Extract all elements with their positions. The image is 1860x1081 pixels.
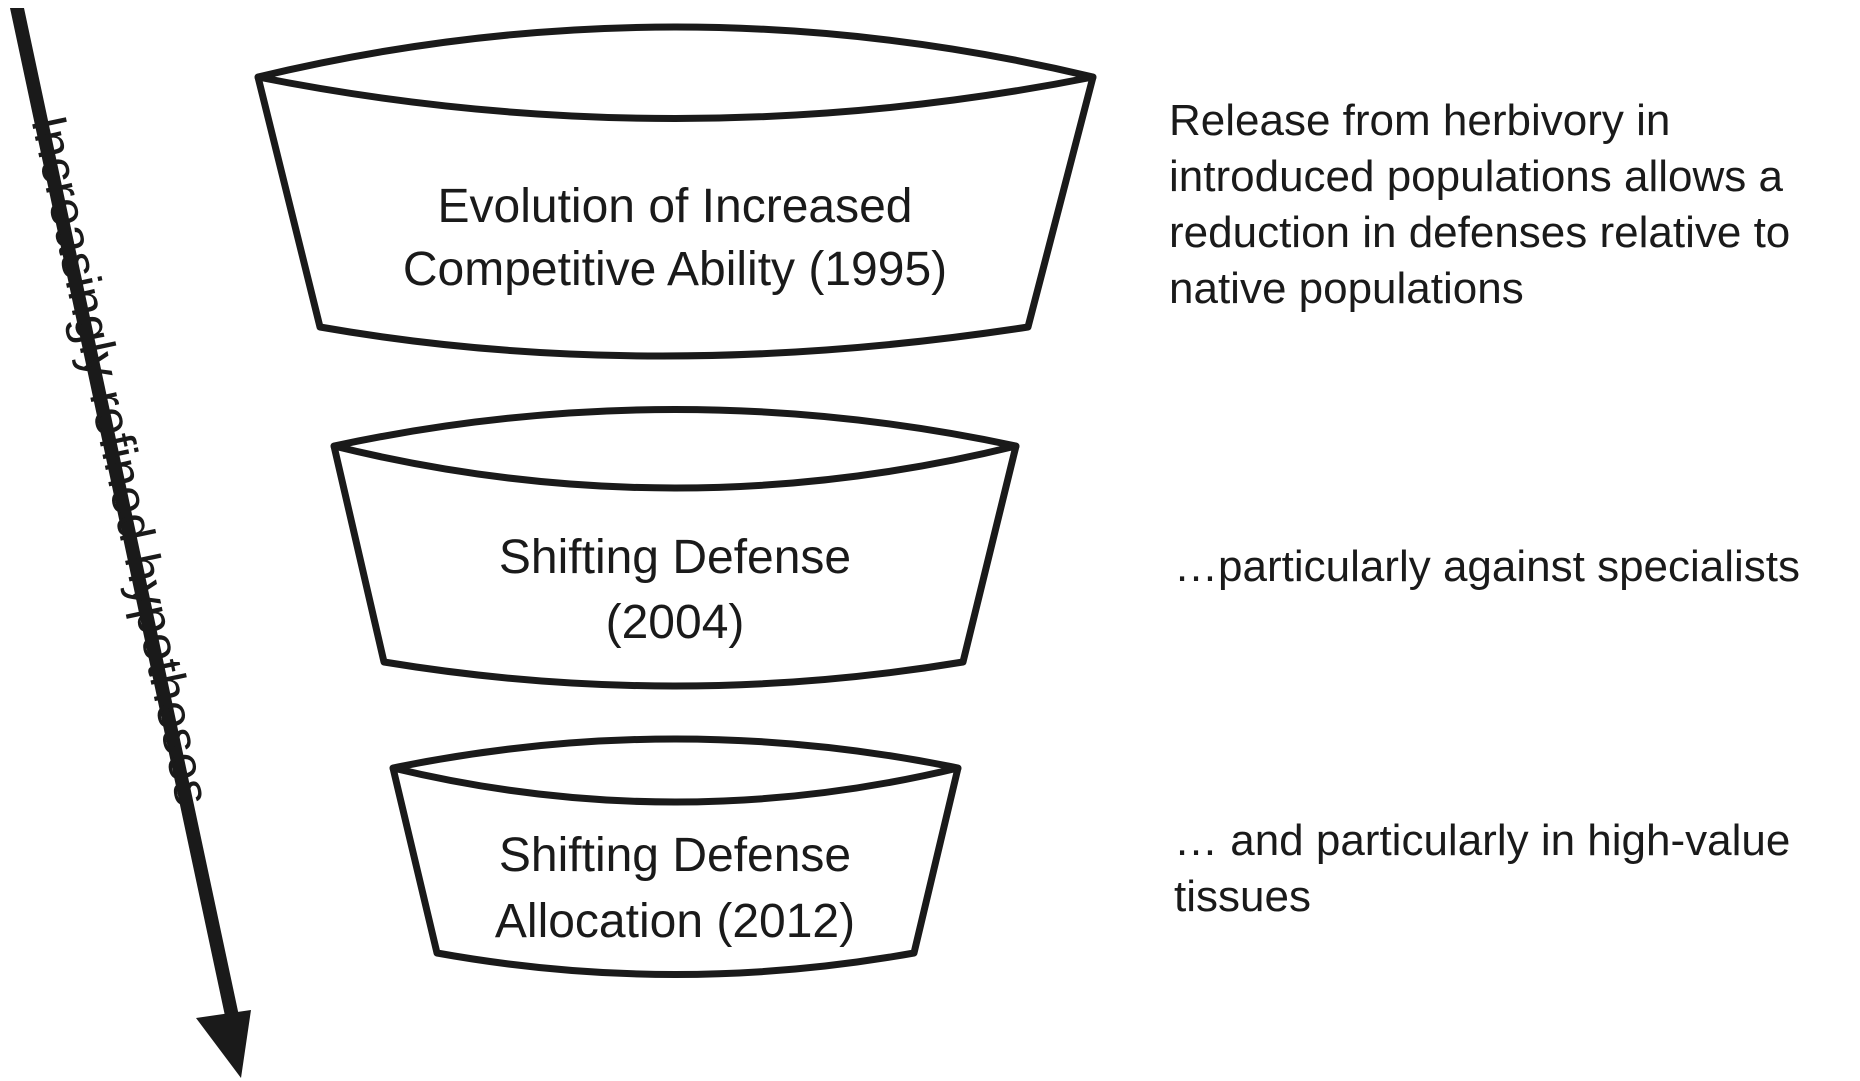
note-1-line-2: introduced populations allows a: [1169, 152, 1783, 201]
note-1-line-1: Release from herbivory in: [1169, 96, 1671, 145]
arrow-shaft: [10, 8, 242, 1030]
hypothesis-bowl-3: Shifting Defense Allocation (2012): [389, 735, 962, 978]
note-1-line-4: native populations: [1169, 264, 1524, 313]
note-3-line-2: tissues: [1174, 872, 1311, 921]
bowl-1-title-line-1: Evolution of Increased: [438, 180, 913, 233]
bowl-3-body: [389, 767, 962, 978]
bowl-2-title-line-2: (2004): [606, 596, 745, 649]
bowl-2-title-line-1: Shifting Defense: [499, 531, 851, 584]
hypothesis-note-1: Release from herbivory in introduced pop…: [1169, 93, 1790, 317]
hypothesis-bowl-1: Evolution of Increased Competitive Abili…: [254, 23, 1097, 360]
note-2-line-1: …particularly against specialists: [1174, 542, 1801, 591]
bowl-2-rim: [330, 406, 1020, 492]
hypothesis-note-3: … and particularly in high-value tissues: [1174, 813, 1790, 925]
hypothesis-bowl-2: Shifting Defense (2004): [330, 406, 1020, 690]
note-1-line-3: reduction in defenses relative to: [1169, 208, 1791, 257]
bowl-1-body: [254, 76, 1097, 360]
refinement-arrow: [10, 8, 251, 1078]
bowl-1-title-line-2: Competitive Ability (1995): [403, 243, 947, 296]
bowl-3-rim: [389, 735, 962, 806]
bowl-3-title-line-2: Allocation (2012): [495, 895, 855, 948]
bowl-1-rim: [254, 23, 1097, 122]
hypothesis-note-2: …particularly against specialists: [1174, 539, 1800, 595]
note-3-line-1: … and particularly in high-value: [1174, 816, 1791, 865]
bowl-3-title-line-1: Shifting Defense: [499, 829, 851, 882]
arrow-label: Increasingly refined hypotheses: [21, 110, 222, 809]
arrow-head-icon: [196, 1010, 251, 1078]
bowl-2-body: [330, 445, 1020, 690]
